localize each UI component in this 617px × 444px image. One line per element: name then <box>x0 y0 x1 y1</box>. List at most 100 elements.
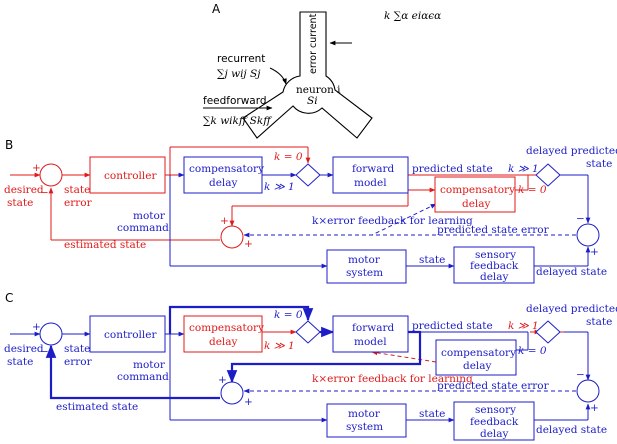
controller-label: controller <box>104 329 157 341</box>
forward-model-box <box>332 315 409 353</box>
state-label: state <box>419 408 445 420</box>
state-error-line2: error <box>64 197 93 209</box>
sensory-feedback-line3: delay <box>480 428 509 440</box>
dashed-signal-arrow <box>371 203 437 236</box>
estimated-state-label: estimated state <box>56 401 138 413</box>
k-error-feedback-label: k×error feedback for learning <box>312 373 473 385</box>
panel-b: B <box>4 138 617 284</box>
forward-model-line2: model <box>354 177 387 189</box>
sum-junction <box>39 163 63 187</box>
compensatory-delay-line1: compensatory <box>189 322 264 334</box>
signal-arrow <box>45 344 220 400</box>
plus-sign: + <box>32 162 41 174</box>
compensatory-delay-2-line2: delay <box>463 360 492 372</box>
signal-arrow <box>168 305 314 334</box>
motor-system-line2: system <box>346 421 383 433</box>
switch-diamond <box>295 163 321 187</box>
error-current-label: error current <box>308 13 319 74</box>
predicted-state-error-label: predicted state error <box>437 380 550 392</box>
sensory-feedback-delay-box <box>453 401 535 441</box>
forward-model-line1: forward <box>352 163 394 175</box>
desired-state-line2: state <box>7 197 33 209</box>
motor-system-box <box>326 249 407 284</box>
state-label: state <box>419 254 445 266</box>
compensatory-delay-box-2 <box>434 176 516 213</box>
minus-sign: − <box>576 213 585 225</box>
switch-diamond <box>295 320 321 344</box>
predicted-state-label: predicted state <box>412 163 493 175</box>
delayed-predicted-line2: state <box>586 158 612 170</box>
k-zero-label: k = 0 <box>274 151 303 163</box>
panel-b-label: B <box>5 138 13 152</box>
k-large-label: k ≫ 1 <box>264 181 295 193</box>
state-error-line2: error <box>64 356 93 368</box>
motor-command-line1: motor <box>133 359 166 371</box>
estimated-state-label: estimated state <box>64 239 146 251</box>
k-large-label: k ≫ 1 <box>264 340 295 352</box>
compensatory-delay-line2: delay <box>209 177 238 189</box>
plus-sign: + <box>218 374 227 386</box>
desired-state-line1: desired <box>4 184 44 196</box>
sensory-feedback-line1: sensory <box>475 249 516 261</box>
compensatory-delay-line2: delay <box>209 336 238 348</box>
recurrent-sum: ∑j wij Sj <box>217 68 261 80</box>
predicted-state-label: predicted state <box>412 320 493 332</box>
delayed-state-label: delayed state <box>536 266 607 278</box>
predicted-state-error-label: predicted state error <box>437 224 550 236</box>
delayed-predicted-line1: delayed predicted <box>526 303 617 315</box>
compensatory-delay-2-line1: compensatory <box>441 347 516 359</box>
neuron-shape <box>242 11 373 139</box>
delayed-predicted-line1: delayed predicted <box>526 145 617 157</box>
panel-a-label: A <box>212 2 221 16</box>
dashed-signal-arrow <box>371 350 437 363</box>
compensatory-delay-2-line1: compensatory <box>440 184 515 196</box>
sum-junction <box>39 322 63 346</box>
motor-command-line1: motor <box>133 210 166 222</box>
sum-junction-3 <box>576 223 600 247</box>
neuron-label: neuron i <box>296 84 341 96</box>
k-zero-label-2: k = 0 <box>518 345 547 357</box>
feedforward-label: feedforward <box>203 95 267 107</box>
k-zero-label: k = 0 <box>274 309 303 321</box>
switch-diamond-2 <box>535 163 561 187</box>
controller-box <box>89 315 166 353</box>
panel-a: A error current k ∑α eiαϵα recurrent ∑j … <box>203 2 441 139</box>
k-large-label-2: k ≫ 1 <box>508 320 539 332</box>
motor-command-line2: command <box>117 371 169 383</box>
motor-system-line1: motor <box>348 408 381 420</box>
panel-c-label: C <box>5 291 13 305</box>
compensatory-delay-line1: compensatory <box>189 163 264 175</box>
sum-junction-2 <box>220 225 244 249</box>
forward-model-box <box>332 156 409 194</box>
neuron-state: Si <box>307 95 318 107</box>
forward-model-line2: model <box>354 336 387 348</box>
feedforward-sum: ∑k wikff Skff <box>203 115 272 127</box>
minus-sign: − <box>40 187 49 199</box>
delayed-state-label: delayed state <box>536 424 607 436</box>
plus-sign: + <box>220 215 229 227</box>
desired-state-line2: state <box>7 356 33 368</box>
delayed-predicted-line2: state <box>586 316 612 328</box>
error-sum-term: k ∑α eiαϵα <box>384 10 441 22</box>
panel-c: C <box>4 291 617 441</box>
motor-system-line1: motor <box>348 254 381 266</box>
sensory-feedback-line2: feedback <box>470 260 519 272</box>
state-error-line1: state <box>64 184 90 196</box>
sum-junction-2 <box>220 381 244 405</box>
motor-system-line2: system <box>346 267 383 279</box>
sensory-feedback-line1: sensory <box>475 404 516 416</box>
minus-sign: − <box>40 346 49 358</box>
compensatory-delay-box <box>183 315 263 353</box>
recurrent-label: recurrent <box>217 53 265 65</box>
motor-command-line2: command <box>117 222 169 234</box>
state-error-line1: state <box>64 343 90 355</box>
plus-sign: + <box>590 402 599 414</box>
sensory-feedback-line3: delay <box>480 271 509 283</box>
motor-system-box <box>326 403 407 438</box>
signal-arrow <box>226 330 422 384</box>
plus-sign: + <box>32 321 41 333</box>
compensatory-delay-box <box>183 156 263 194</box>
sensory-feedback-line2: feedback <box>470 416 519 428</box>
sum-junction-3 <box>576 379 600 403</box>
